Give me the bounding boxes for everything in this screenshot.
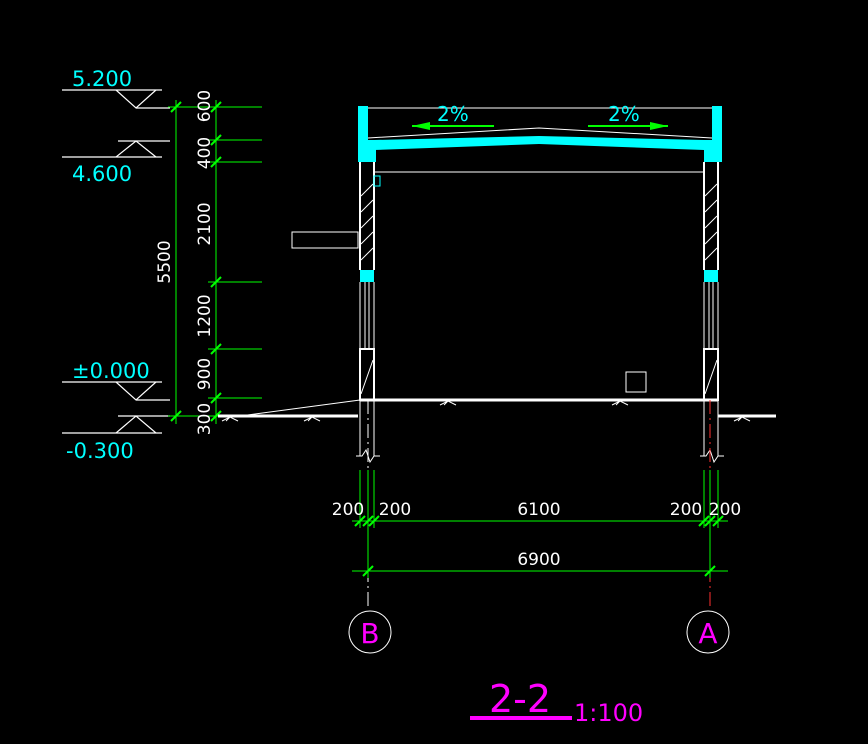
elevation-marker-top: 5.200 bbox=[62, 67, 170, 109]
axis-label-b: B bbox=[360, 617, 379, 650]
vertical-dimensions: 5500 600 400 2100 1200 900 300 bbox=[155, 90, 262, 435]
floor-equipment-box bbox=[625, 371, 647, 393]
drawing-title: 2-2 1:100 bbox=[470, 677, 643, 727]
entrance-canopy bbox=[291, 231, 359, 249]
title-underline bbox=[470, 716, 572, 720]
dim-overall-width: 6900 bbox=[517, 550, 560, 570]
horizontal-dimensions: 200 200 6100 200 200 6900 bbox=[332, 470, 741, 578]
building-section: 2% 2% bbox=[218, 102, 776, 464]
axis-bubble-b bbox=[348, 610, 392, 654]
roof-slope-left-label: 2% bbox=[437, 102, 469, 126]
left-wall bbox=[356, 162, 381, 464]
height-segment-2: 400 bbox=[195, 137, 215, 169]
roof-slope-left: 2% bbox=[412, 102, 494, 130]
axis-lines: B A bbox=[348, 400, 730, 654]
left-sill-wall bbox=[359, 348, 375, 401]
right-sill-wall bbox=[703, 348, 719, 401]
dim-left-wall-in: 200 bbox=[379, 500, 411, 520]
roof-slope-right: 2% bbox=[588, 102, 668, 130]
dim-span: 6100 bbox=[517, 500, 560, 520]
elevation-eave-label: 4.600 bbox=[72, 162, 132, 186]
height-segment-1: 600 bbox=[195, 90, 215, 122]
section-scale: 1:100 bbox=[574, 699, 643, 727]
height-segment-4: 1200 bbox=[195, 294, 215, 337]
roof-slope-right-label: 2% bbox=[608, 102, 640, 126]
height-segment-3: 2100 bbox=[195, 202, 215, 245]
elevation-marker-eave: 4.600 bbox=[62, 140, 170, 186]
left-window bbox=[359, 282, 375, 349]
elevation-ground-label: -0.300 bbox=[66, 439, 134, 463]
dim-left-wall-out: 200 bbox=[332, 500, 364, 520]
earth-hatch bbox=[221, 400, 751, 422]
overall-height-text: 5500 bbox=[155, 240, 175, 283]
elevation-marker-ground: -0.300 bbox=[62, 415, 170, 463]
left-lintel bbox=[360, 270, 374, 282]
right-window bbox=[703, 282, 719, 349]
axis-label-a: A bbox=[698, 617, 717, 650]
height-segment-6: 300 bbox=[195, 403, 215, 435]
elevation-floor-label: ±0.000 bbox=[72, 359, 150, 383]
right-wall bbox=[700, 162, 724, 464]
section-title: 2-2 bbox=[489, 677, 551, 721]
right-lintel bbox=[704, 270, 718, 282]
height-segment-5: 900 bbox=[195, 358, 215, 390]
entrance-ramp bbox=[239, 399, 361, 417]
elevation-marker-floor: ±0.000 bbox=[62, 359, 170, 401]
elevation-top-label: 5.200 bbox=[72, 67, 132, 91]
roof bbox=[358, 106, 722, 162]
dim-right-wall-out: 200 bbox=[709, 500, 741, 520]
axis-bubble-a bbox=[686, 610, 730, 654]
dim-right-wall-in: 200 bbox=[670, 500, 702, 520]
elevation-markers: 5.200 4.600 ±0.000 -0.300 bbox=[62, 67, 170, 463]
